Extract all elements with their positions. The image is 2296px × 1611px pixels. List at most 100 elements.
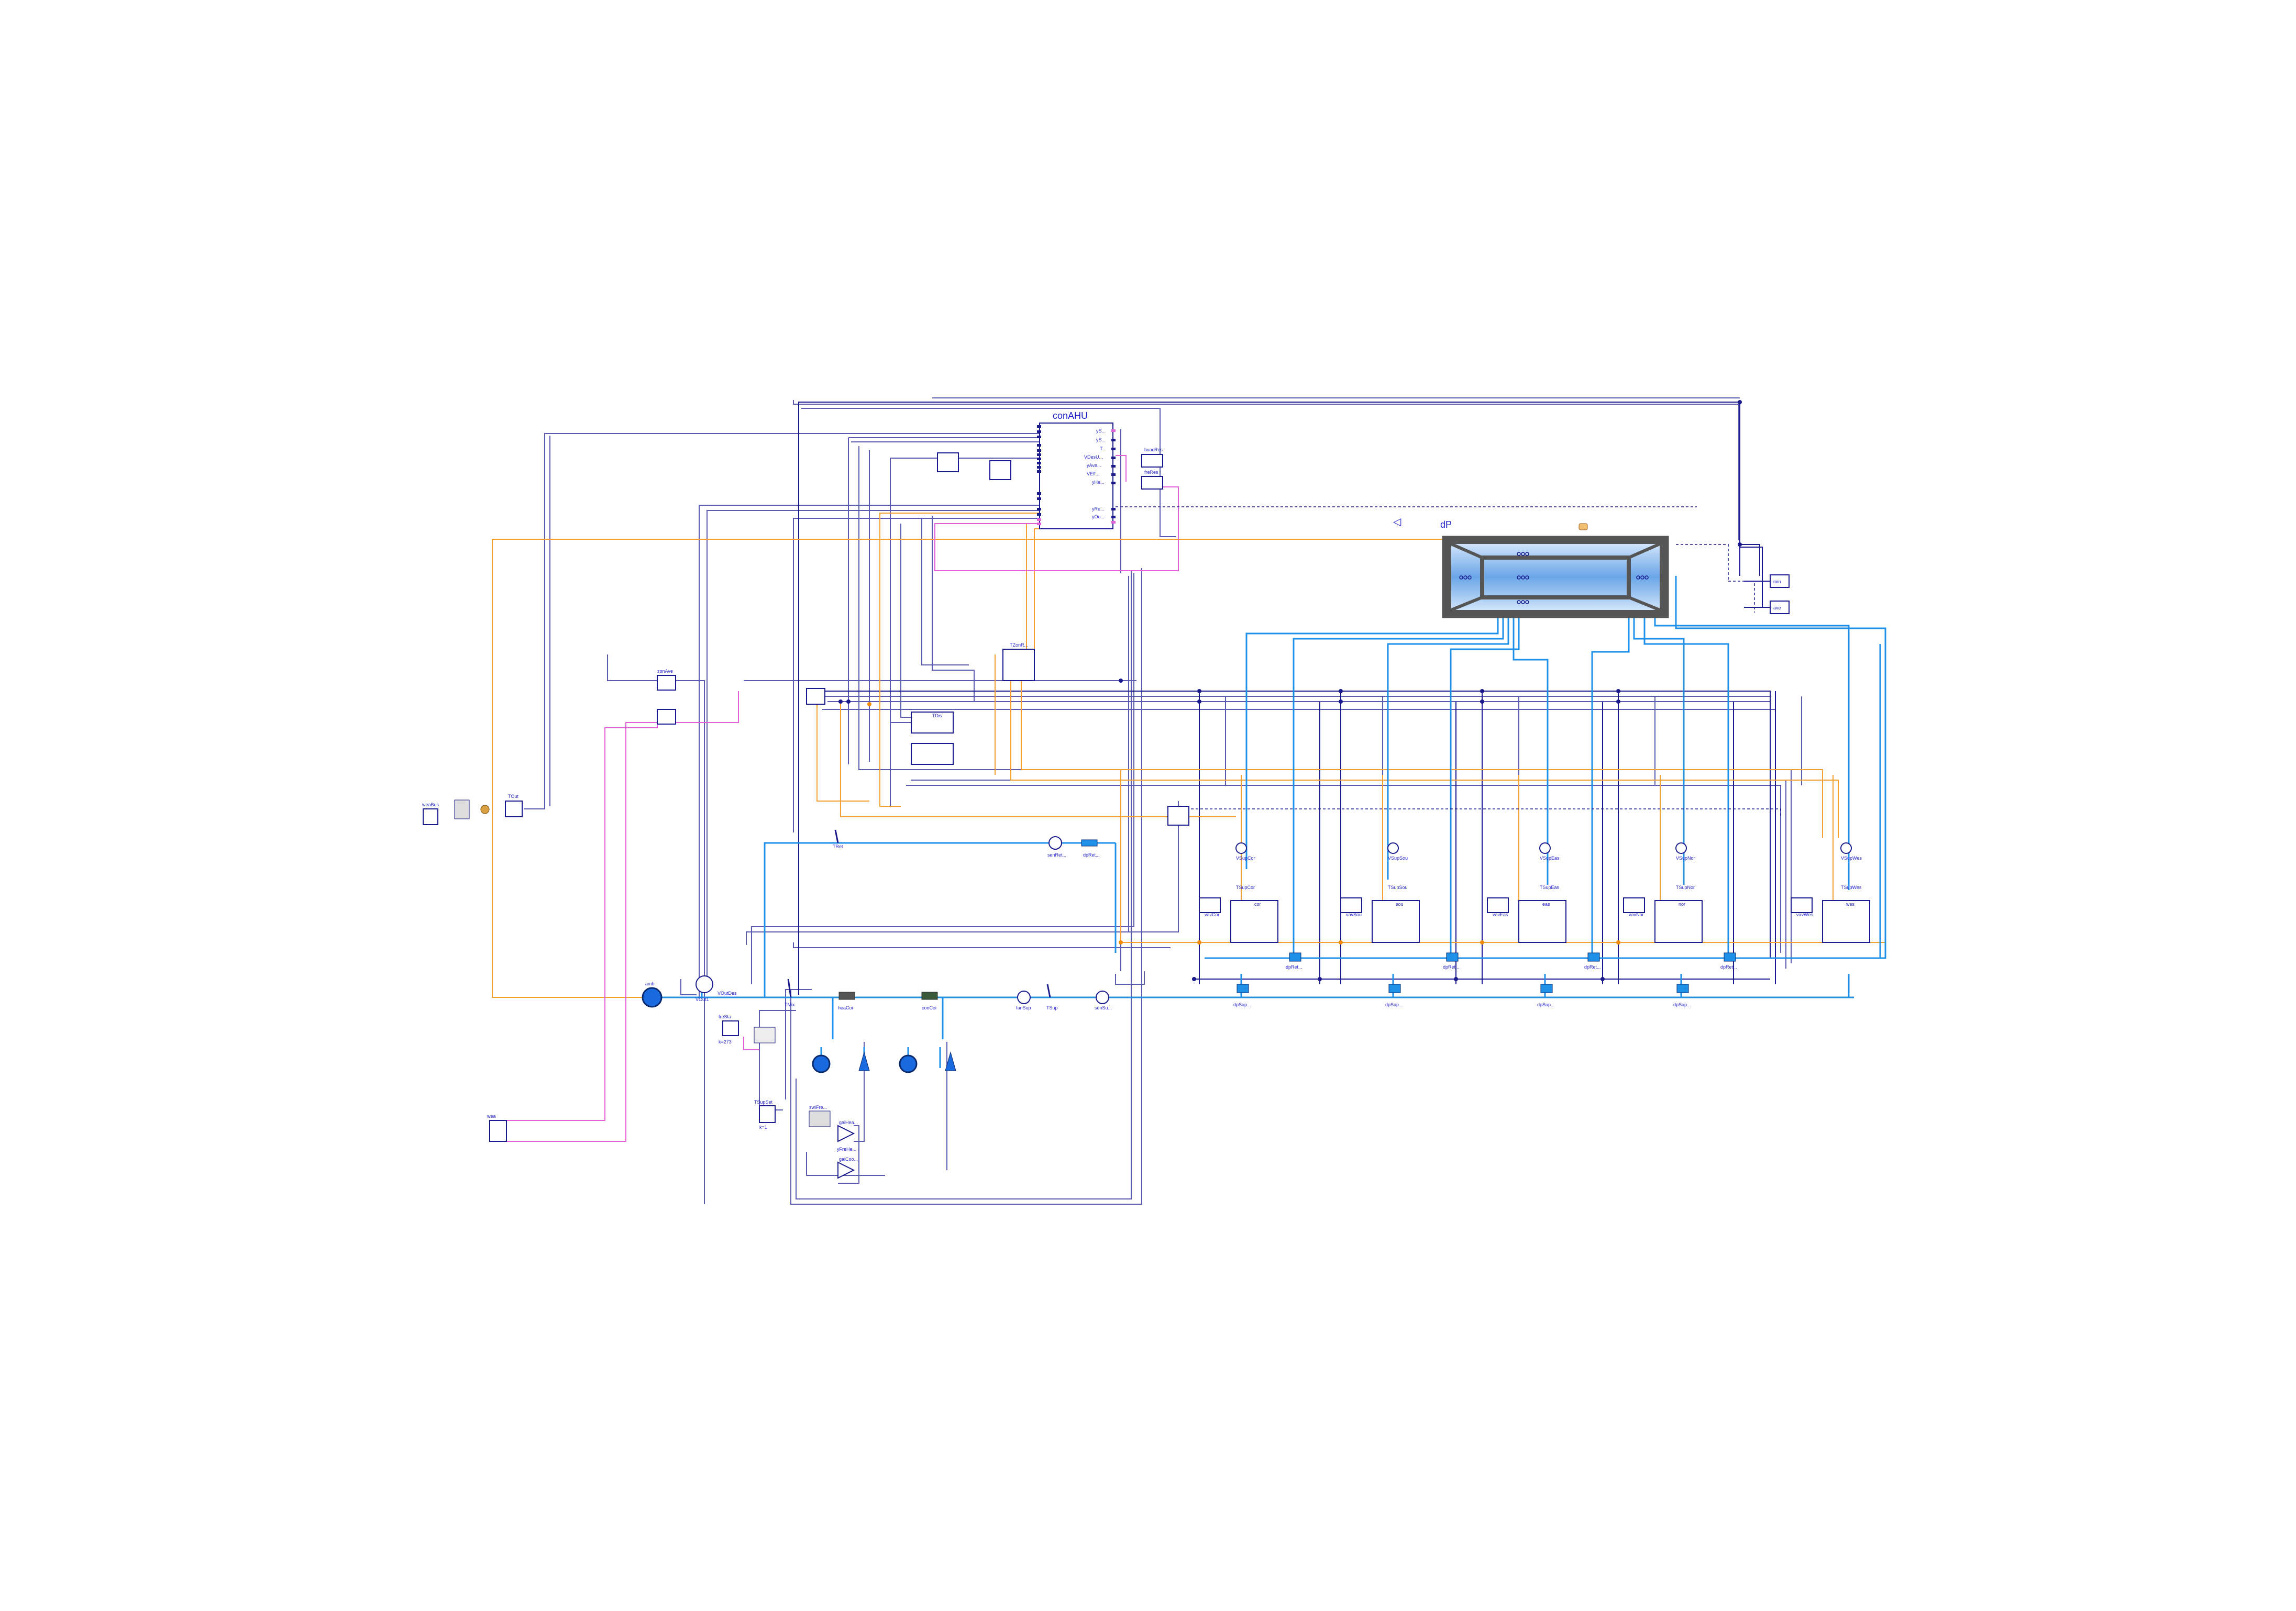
min-label: min bbox=[1773, 579, 1781, 584]
zone-eas-dpsup: dpSup... bbox=[1537, 1002, 1555, 1007]
tsup-set-k-label: k=1 bbox=[759, 1125, 767, 1130]
zone-sou-supply-damper bbox=[1388, 984, 1401, 993]
zone-nor-dpsup: dpSup... bbox=[1673, 1002, 1691, 1007]
controller-output-3: VDesU... bbox=[1084, 454, 1103, 460]
zone-wes-tsup: TSupWes bbox=[1841, 885, 1862, 890]
return-damper-icon bbox=[1081, 839, 1098, 847]
triangle-icon: ◁ bbox=[1393, 516, 1401, 528]
supply-fan-icon bbox=[1017, 991, 1031, 1004]
left-components[interactable]: weaBus TOut amb zonAve wea VOut1 VOutDes… bbox=[422, 669, 843, 1142]
supply-fan-area[interactable]: fanSup TSup senSu... senRet... dpRet... bbox=[1016, 836, 1112, 1010]
floor-model-block[interactable]: ◁ dP bbox=[1393, 516, 1669, 618]
zone-sou-vav: vavSou bbox=[1346, 912, 1362, 917]
sen-sup-label: senSu... bbox=[1095, 1005, 1112, 1010]
vout-label: VOut1 bbox=[696, 997, 709, 1002]
zone-nor-dpret: dpRet... bbox=[1720, 964, 1737, 970]
zone-wes-vav: vavWes bbox=[1796, 912, 1813, 917]
gain-hea-icon bbox=[837, 1125, 855, 1142]
controller-output-0: yS... bbox=[1096, 428, 1106, 434]
zone-wes[interactable]: wes vavWes VSupWes TSupWes bbox=[1791, 842, 1870, 943]
pressure-sensor-icon bbox=[1579, 523, 1588, 530]
zone-cor-supply-damper bbox=[1237, 984, 1249, 993]
fre-sta-switch bbox=[754, 1027, 776, 1043]
coils-and-pumps[interactable]: heaCoi cooCoi TSupSet k=1 swiFre... gaiH… bbox=[754, 992, 956, 1179]
zone-sou-return-damper bbox=[1446, 952, 1459, 962]
ave-label: ave bbox=[1773, 605, 1781, 610]
fan-sup-label: fanSup bbox=[1016, 1005, 1031, 1010]
controller-output-6: yHe... bbox=[1092, 480, 1105, 485]
tret-label: TRet bbox=[833, 844, 843, 849]
supply-flow-sensor-icon bbox=[1096, 991, 1109, 1004]
zone-signal-bus bbox=[817, 691, 1802, 984]
fre-sta-k-label: k=273 bbox=[719, 1039, 732, 1045]
min-ave-blocks[interactable]: min ave bbox=[1770, 574, 1790, 614]
vav-sensor-icon bbox=[1675, 842, 1687, 854]
tmix-label: TMix bbox=[785, 1002, 795, 1007]
zone-nor-vav: vavNor bbox=[1629, 912, 1644, 917]
fre-res-label: freRes bbox=[1144, 470, 1158, 475]
zone-wes-name: wes bbox=[1846, 902, 1855, 907]
outdoor-sensor-icon bbox=[480, 805, 490, 814]
zone-eas[interactable]: eas vavEas VSupEas TSupEas dpSup... dpRe… bbox=[1487, 842, 1601, 1007]
zone-nor[interactable]: nor vavNor VSupNor TSupNor dpSup... dpRe… bbox=[1623, 842, 1737, 1007]
wea-label: wea bbox=[487, 1114, 496, 1119]
vav-sensor-icon bbox=[1387, 842, 1399, 854]
top-loop-wires bbox=[798, 397, 1770, 995]
fluid-pipes bbox=[649, 576, 1886, 1068]
floor-title: dP bbox=[1440, 519, 1452, 530]
tdis-label: TDis bbox=[932, 713, 942, 718]
return-flow-sensor-icon bbox=[1048, 836, 1062, 850]
zone-eas-return-damper bbox=[1587, 952, 1600, 962]
hvac-res-label: hvacRes bbox=[1144, 447, 1163, 452]
zone-cor-name: cor bbox=[1254, 902, 1261, 907]
zone-sou-dpsup: dpSup... bbox=[1385, 1002, 1403, 1007]
controller-conAHU[interactable]: conAHU yS... yS... T... VDesU... yAve...… bbox=[1037, 410, 1116, 529]
zone-wes-vsup: VSupWes bbox=[1841, 856, 1862, 861]
controller-output-ports bbox=[1111, 439, 1116, 518]
zone-nor-name: nor bbox=[1679, 902, 1685, 907]
zone-cor-dpret: dpRet... bbox=[1286, 964, 1302, 970]
vout-des-label: VOutDes bbox=[718, 991, 737, 996]
zone-eas-vav: vavEas bbox=[1493, 912, 1508, 917]
controller-output-1: yS... bbox=[1096, 437, 1106, 442]
zone-setpoint-blocks[interactable]: TZonR... TDis bbox=[911, 642, 1189, 826]
tzon-set-label: TZonR... bbox=[1010, 642, 1028, 648]
swi-fre-sta bbox=[809, 1110, 831, 1127]
controller-input-ports bbox=[1037, 425, 1041, 516]
signal-wires bbox=[524, 400, 1792, 1205]
zone-cor-vsup: VSupCor bbox=[1236, 856, 1255, 861]
controller-bool-ports bbox=[1037, 429, 1116, 525]
zone-sou-dpret: dpRet... bbox=[1443, 964, 1460, 970]
floor-port-icons bbox=[1459, 552, 1649, 604]
controller-output-7: yRe... bbox=[1092, 506, 1105, 512]
tsup-label: TSup bbox=[1046, 1005, 1058, 1010]
zone-sou-name: sou bbox=[1396, 902, 1404, 907]
heating-coil-label: heaCoi bbox=[838, 1005, 853, 1010]
zone-sou[interactable]: sou vavSou VSupSou TSupSou dpSup... dpRe… bbox=[1340, 842, 1460, 1007]
zone-eas-dpret: dpRet... bbox=[1584, 964, 1601, 970]
controller-output-4: yAve... bbox=[1087, 463, 1101, 468]
cooling-coil-icon bbox=[921, 992, 938, 1000]
gain-coo-label: gaiCoo... bbox=[839, 1157, 858, 1162]
hot-water-pump-icon bbox=[858, 1051, 870, 1071]
heating-coil-icon bbox=[838, 992, 855, 1000]
yfre-label: yFreHe... bbox=[837, 1147, 856, 1152]
gain-hea-label: gaiHea... bbox=[839, 1120, 858, 1125]
zone-cor-dpsup: dpSup... bbox=[1233, 1002, 1251, 1007]
zone-cor[interactable]: cor vavCor VSupCor TSupCor dpSup... dpRe… bbox=[1199, 842, 1302, 1007]
controller-title: conAHU bbox=[1053, 410, 1088, 421]
zone-nor-supply-damper bbox=[1676, 984, 1689, 993]
zone-cor-vav: vavCor bbox=[1205, 912, 1220, 917]
zone-eas-tsup: TSupEas bbox=[1540, 885, 1560, 890]
swi-fre-sta-label: swiFre... bbox=[809, 1105, 827, 1110]
amb-label: amb bbox=[645, 981, 655, 986]
fre-sta-label: freSta bbox=[719, 1014, 731, 1019]
ambient-icon bbox=[642, 987, 663, 1008]
zone-sou-vsup: VSupSou bbox=[1388, 856, 1408, 861]
controller-input-blocks[interactable]: hvacRes freRes bbox=[937, 447, 1163, 490]
zone-nor-return-damper bbox=[1724, 952, 1736, 962]
chilled-water-source-icon bbox=[899, 1054, 918, 1073]
zone-nor-tsup: TSupNor bbox=[1676, 885, 1695, 890]
controller-output-8: yOu... bbox=[1092, 514, 1105, 519]
